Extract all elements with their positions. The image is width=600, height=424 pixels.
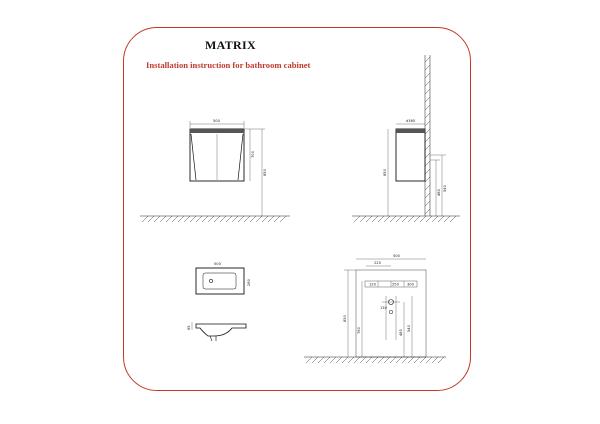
front-width-label: 500 [213, 119, 221, 123]
basin-profile-label: 65 [187, 325, 191, 330]
plumbing-dim-120: 120 [369, 283, 377, 287]
side-mount-label: 850 [383, 168, 387, 176]
front-mount-label: 850 [263, 168, 267, 176]
water-inlet-icon [388, 309, 394, 315]
plumbing-dim-540: 540 [407, 324, 411, 332]
plumbing-dim-850: 850 [343, 314, 347, 322]
side-depth-label: d365 [406, 119, 415, 123]
floor-hatch-side [353, 215, 457, 223]
plumbing-dim-130: 130 [380, 306, 388, 310]
basin-top-right-label: 280 [247, 278, 251, 286]
plumbing-dim-220: 220 [374, 261, 382, 265]
front-view: 500 700 850 [140, 119, 290, 223]
basin-top-front [190, 129, 244, 133]
wall-hatch [424, 56, 431, 215]
floor-hatch-front [141, 215, 287, 223]
plumbing-dim-250: 250 [392, 283, 400, 287]
side-dim-a: 480 [437, 188, 441, 196]
basin-top-view: 500 280 [195, 262, 251, 295]
front-height-label: 700 [251, 150, 255, 158]
cabinet-side [395, 128, 426, 182]
plumbing-view: 500 220 120 250 300 130 850 760 480 540 [304, 254, 446, 364]
basin-outline [195, 267, 245, 295]
plumbing-total-width: 500 [393, 254, 401, 258]
page-subtitle: Installation instruction for bathroom ca… [146, 60, 311, 70]
side-view: d365 850 480 540 [352, 55, 460, 223]
basin-bowl [202, 272, 237, 290]
plumbing-dim-760: 760 [357, 326, 361, 334]
plumbing-dim-480: 480 [399, 328, 403, 336]
plumbing-dim-300: 300 [407, 283, 415, 287]
basin-profile-view: 65 [187, 322, 247, 342]
page-title: MATRIX [205, 38, 256, 52]
side-dim-b: 540 [443, 184, 447, 192]
basin-profile-shape [195, 323, 247, 337]
document-frame [123, 27, 471, 391]
drain-icon [209, 279, 213, 283]
cabinet-outline-plumbing [355, 269, 427, 358]
floor-hatch-plumbing [305, 356, 445, 364]
basin-top-left-label: 500 [214, 262, 222, 266]
